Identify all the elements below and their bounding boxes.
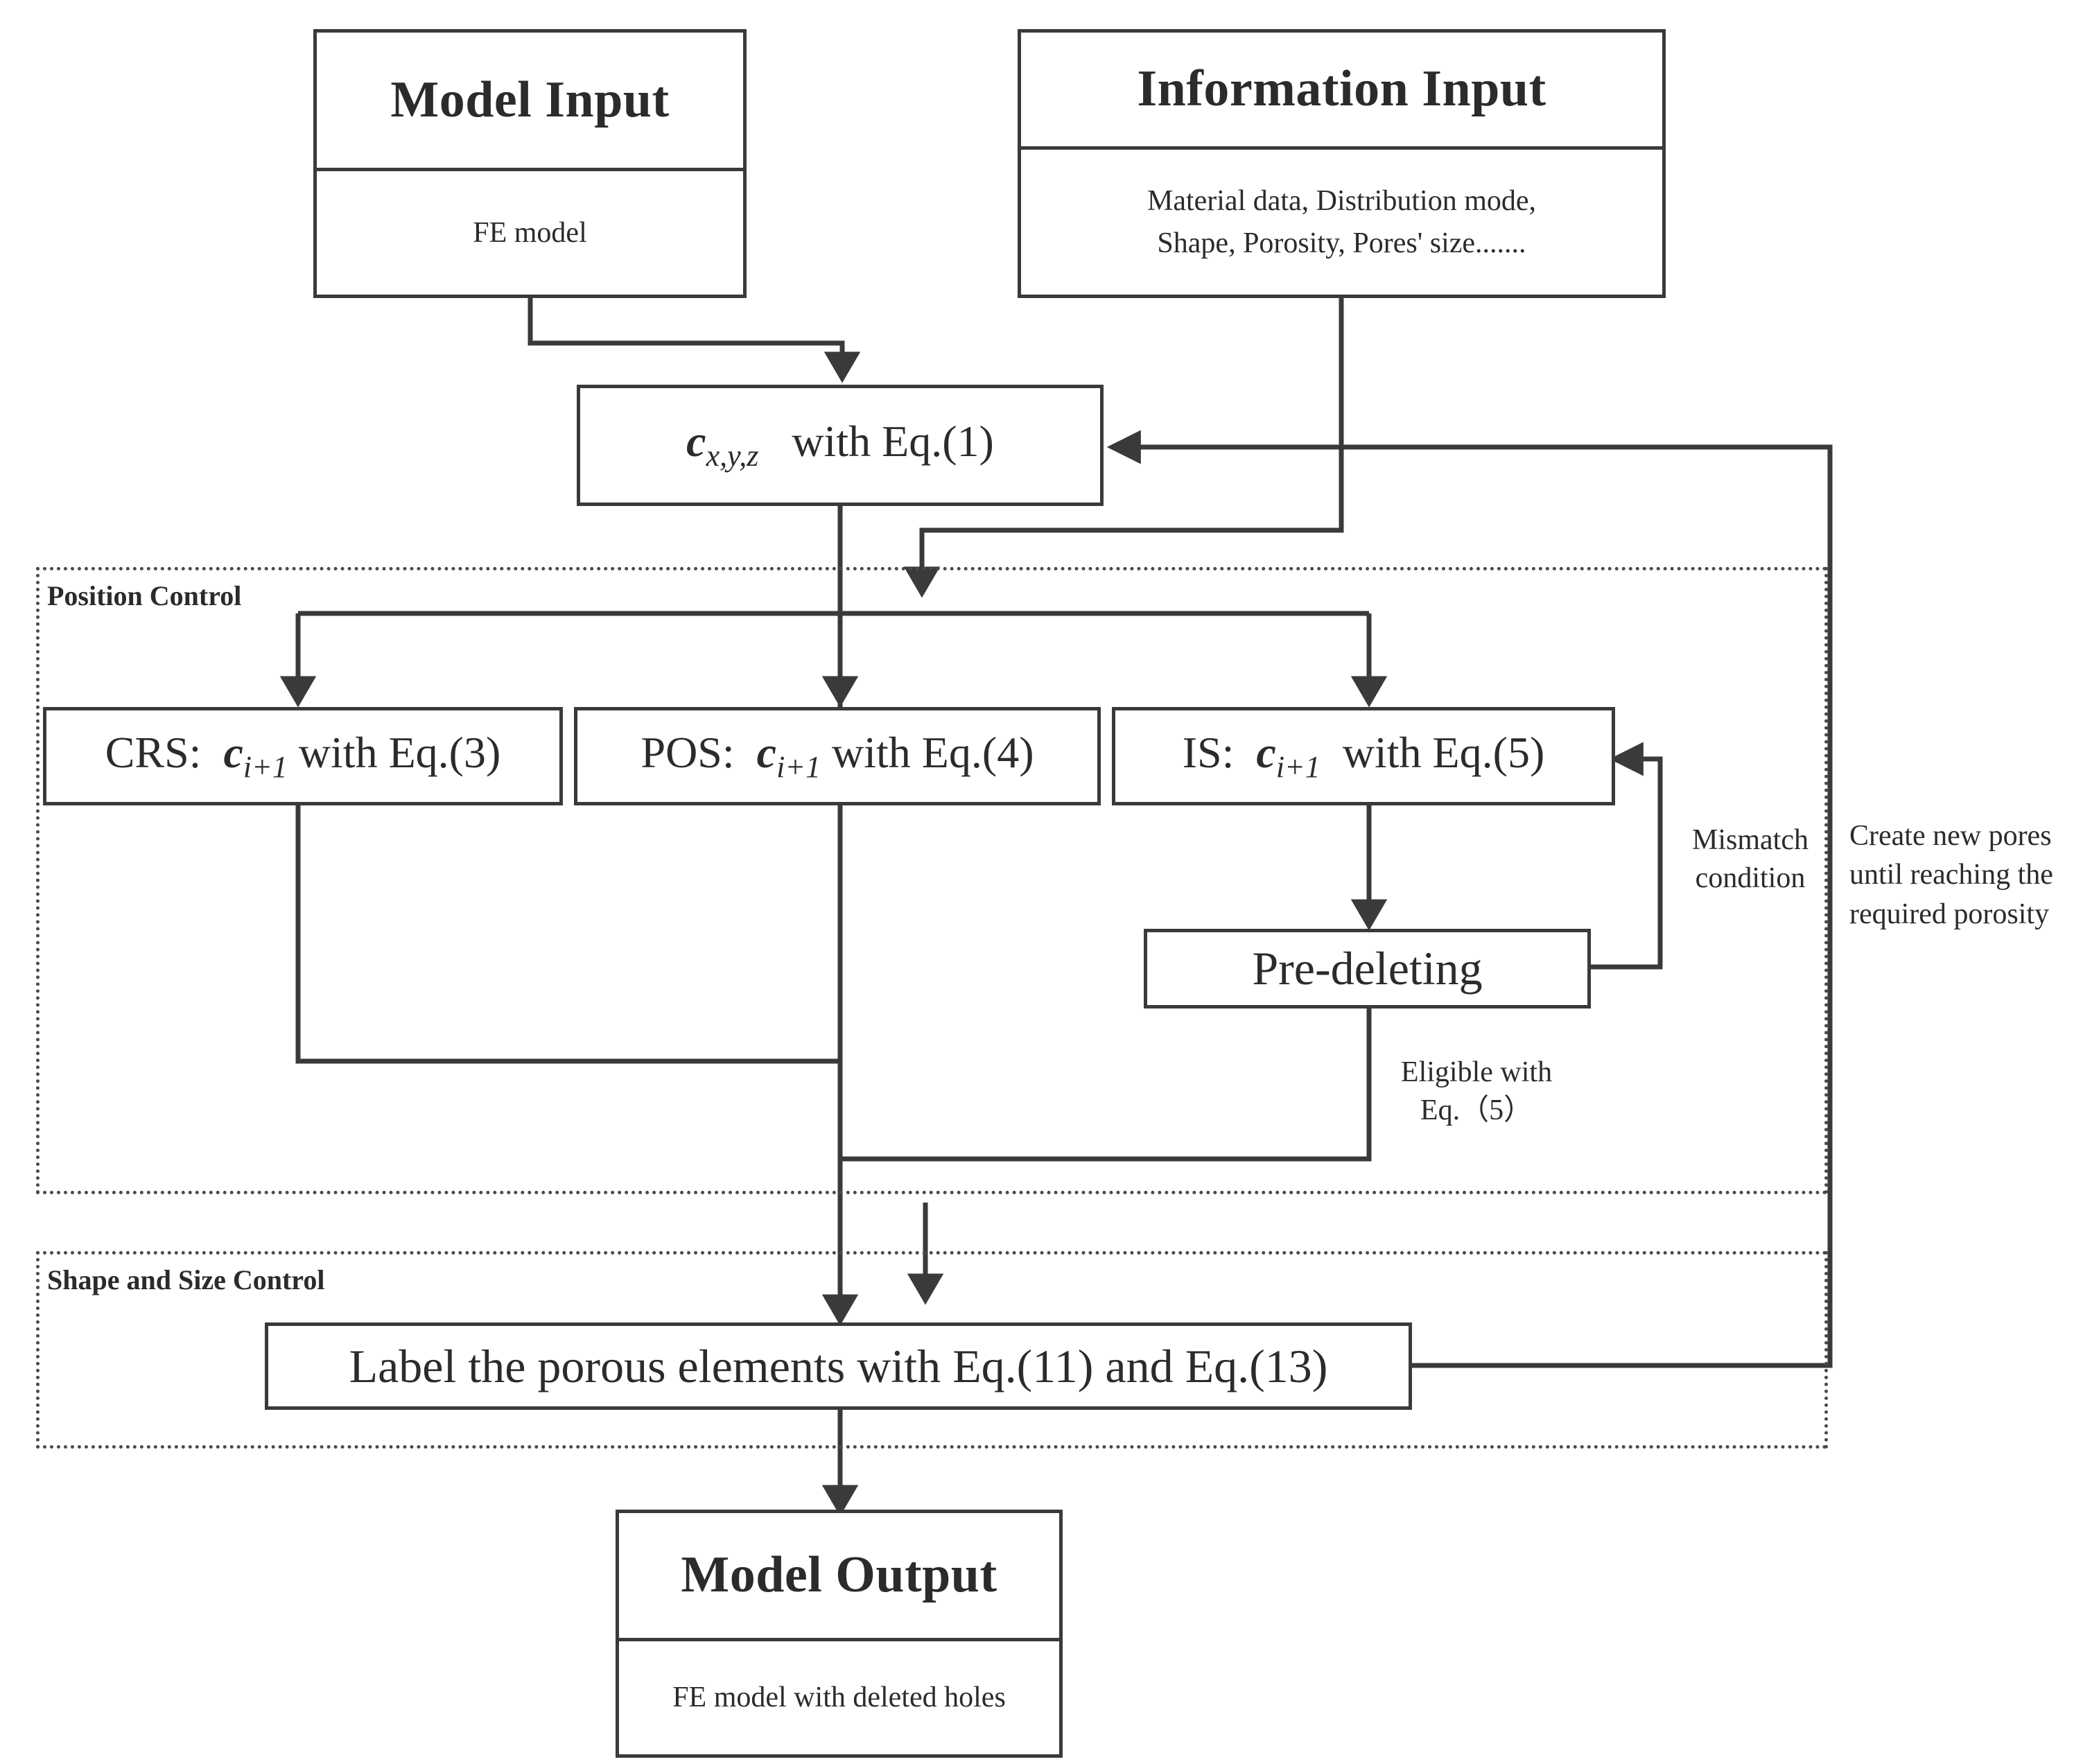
- information-input-body-line2: Shape, Porosity, Pores' size.......: [1157, 227, 1526, 259]
- crs-suffix: with Eq.(3): [298, 727, 501, 777]
- is-prefix: IS:: [1182, 727, 1235, 777]
- edge-crs-to-trunk: [295, 804, 840, 1064]
- edge-label-eligible-eq5: Eligible with Eq.（5）: [1400, 1056, 1553, 1127]
- node-model-output[interactable]: Model Output FE model with deleted holes: [616, 1510, 1063, 1758]
- pre-deleting-cell: Pre-deleting: [1147, 932, 1587, 1005]
- group-position-control-label: Position Control: [43, 579, 246, 612]
- node-is-eq5[interactable]: IS: ci+1 with Eq.(5): [1112, 707, 1615, 805]
- model-input-title-cell: Model Input: [317, 33, 743, 168]
- model-output-title: Model Output: [681, 1546, 997, 1604]
- edge-predeleting-eligible-to-trunk: [840, 1006, 1372, 1162]
- pos-variable: c: [756, 727, 777, 777]
- model-output-body-cell: FE model with deleted holes: [619, 1637, 1059, 1754]
- edge-information-input-to-position-control: [903, 298, 1344, 598]
- node-model-input[interactable]: Model Input FE model: [313, 29, 747, 298]
- pos-eq4-cell: POS: ci+1 with Eq.(4): [577, 710, 1097, 802]
- model-input-body: FE model: [473, 216, 587, 249]
- node-label-porous-elements[interactable]: Label the porous elements with Eq.(11) a…: [265, 1322, 1412, 1410]
- label-porous-elements-label: Label the porous elements with Eq.(11) a…: [349, 1339, 1328, 1392]
- model-output-body: FE model with deleted holes: [672, 1682, 1006, 1714]
- is-subscript: i+1: [1275, 749, 1321, 784]
- node-pos-eq4[interactable]: POS: ci+1 with Eq.(4): [574, 707, 1101, 805]
- c-xyz-subscript: x,y,z: [706, 439, 759, 473]
- edge-model-input-to-cxyz: [528, 298, 861, 383]
- edge-predeleting-mismatch-loop: [1587, 742, 1663, 970]
- model-input-body-cell: FE model: [317, 167, 743, 295]
- model-output-title-cell: Model Output: [619, 1513, 1059, 1638]
- crs-eq3-text: CRS: ci+1 with Eq.(3): [105, 728, 501, 784]
- node-crs-eq3[interactable]: CRS: ci+1 with Eq.(3): [43, 707, 563, 805]
- group-shape-size-control: [36, 1251, 1828, 1449]
- is-eq5-cell: IS: ci+1 with Eq.(5): [1115, 710, 1612, 802]
- node-information-input[interactable]: Information Input Material data, Distrib…: [1018, 29, 1666, 298]
- model-input-title: Model Input: [390, 71, 670, 128]
- pre-deleting-label: Pre-deleting: [1252, 942, 1483, 995]
- information-input-body-cell: Material data, Distribution mode, Shape,…: [1021, 146, 1662, 295]
- is-suffix: with Eq.(5): [1342, 727, 1545, 777]
- pos-suffix: with Eq.(4): [832, 727, 1034, 777]
- crs-variable: c: [223, 727, 243, 777]
- edge-label-create-new-pores: Create new pores until reaching the requ…: [1849, 820, 2053, 930]
- edge-feedback-create-new-pores: [1106, 430, 1833, 1368]
- information-input-title: Information Input: [1137, 60, 1546, 118]
- information-input-body-line1: Material data, Distribution mode,: [1147, 184, 1537, 217]
- is-eq5-text: IS: ci+1 with Eq.(5): [1183, 728, 1545, 784]
- c-xyz-suffix: with Eq.(1): [792, 417, 994, 466]
- pos-prefix: POS:: [640, 727, 735, 777]
- crs-prefix: CRS:: [105, 727, 202, 777]
- c-xyz-eq1-text: cx,y,z with Eq.(1): [686, 417, 994, 473]
- pos-eq4-text: POS: ci+1 with Eq.(4): [640, 728, 1034, 784]
- label-porous-elements-cell: Label the porous elements with Eq.(11) a…: [268, 1326, 1409, 1406]
- c-xyz-eq1-cell: cx,y,z with Eq.(1): [580, 388, 1100, 503]
- group-shape-size-control-label: Shape and Size Control: [43, 1264, 329, 1296]
- node-c-xyz-eq1[interactable]: cx,y,z with Eq.(1): [577, 385, 1104, 506]
- crs-eq3-cell: CRS: ci+1 with Eq.(3): [46, 710, 559, 802]
- crs-subscript: i+1: [243, 749, 288, 784]
- node-pre-deleting[interactable]: Pre-deleting: [1144, 929, 1591, 1008]
- information-input-title-cell: Information Input: [1021, 33, 1662, 146]
- pos-subscript: i+1: [776, 749, 821, 784]
- is-variable: c: [1256, 727, 1276, 777]
- c-xyz-variable: c: [686, 417, 706, 466]
- edge-label-mismatch-condition: Mismatch condition: [1692, 824, 1809, 895]
